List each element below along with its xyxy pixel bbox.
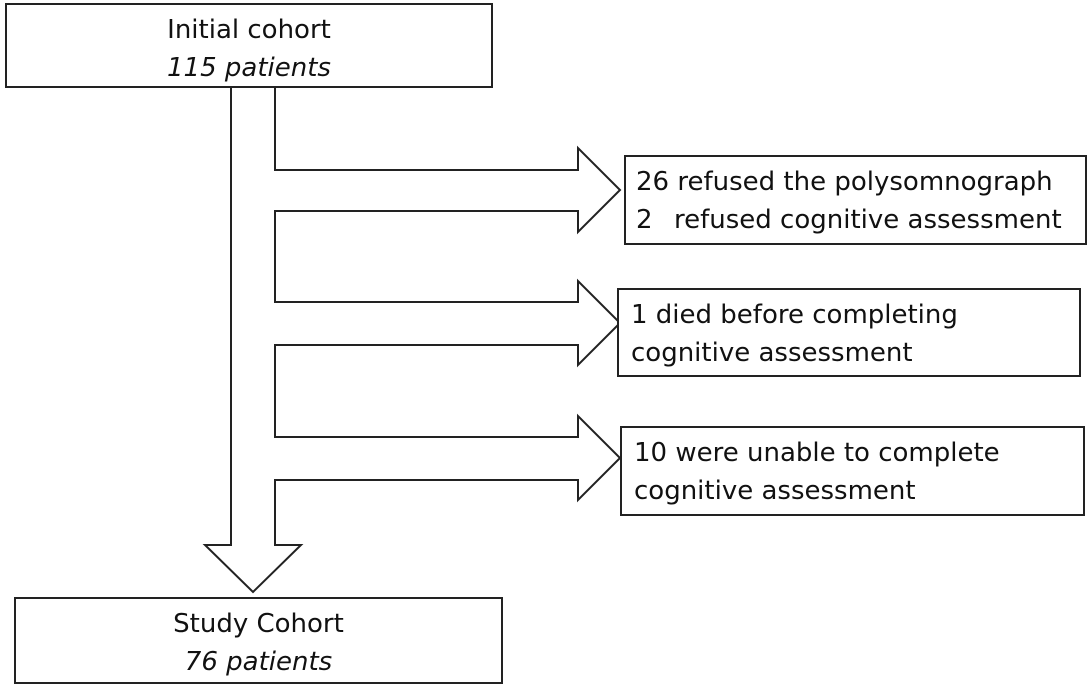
exclusion-line-died-cont: cognitive assessment — [631, 338, 913, 368]
exclusion-line-polysomnograph: 26 refused the polysomnograph — [636, 167, 1053, 197]
study-cohort-box: Study Cohort 76 patients — [14, 597, 503, 684]
study-cohort-count: 76 patients — [184, 647, 333, 677]
exclusion-text-cognitive-refused: refused cognitive assessment — [674, 205, 1062, 235]
exclusion-line-unable-cont: cognitive assessment — [634, 476, 916, 506]
main-flow-arrow — [202, 88, 622, 594]
exclusion-line-died: 1 died before completing — [631, 300, 958, 330]
exclusion-box-unable: 10 were unable to complete cognitive ass… — [620, 426, 1085, 516]
exclusion-box-died: 1 died before completing cognitive asses… — [617, 288, 1081, 377]
initial-cohort-title: Initial cohort — [167, 15, 331, 45]
initial-cohort-box: Initial cohort 115 patients — [5, 3, 493, 88]
exclusion-line-unable: 10 were unable to complete — [634, 438, 1000, 468]
initial-cohort-count: 115 patients — [167, 53, 331, 83]
exclusion-count-cognitive-refused: 2 — [636, 205, 653, 235]
study-cohort-title: Study Cohort — [173, 609, 344, 639]
exclusion-line-cognitive-refused: 2 refused cognitive assessment — [636, 201, 1085, 239]
exclusion-box-refused: 26 refused the polysomnograph 2 refused c… — [624, 155, 1087, 245]
